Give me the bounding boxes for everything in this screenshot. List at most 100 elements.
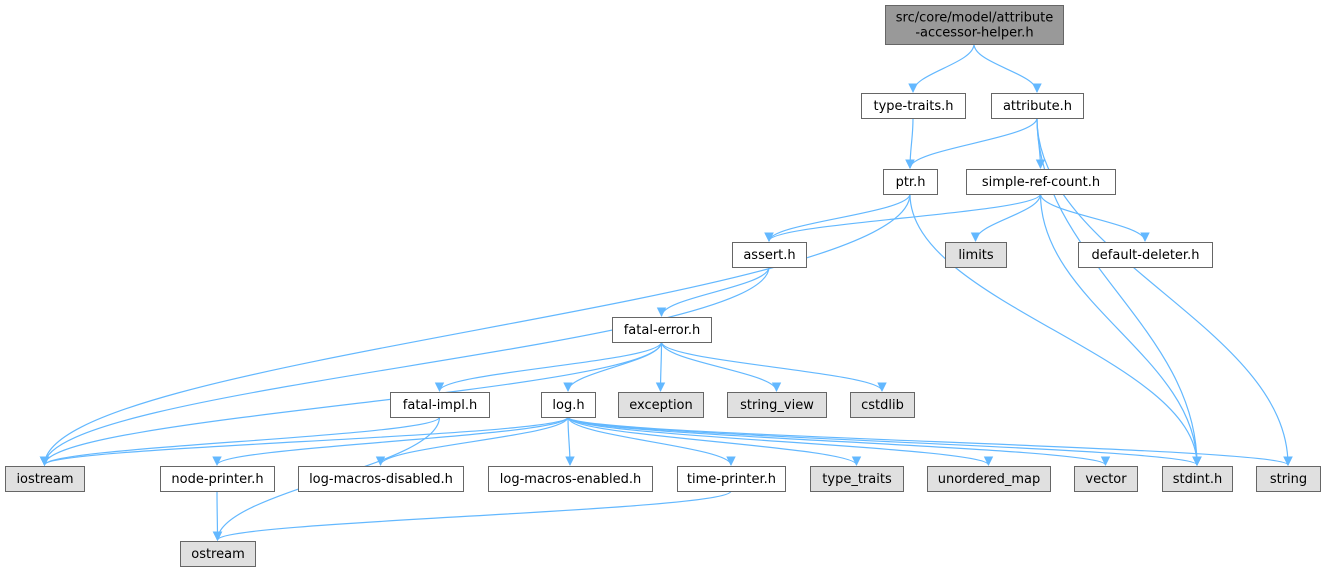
node-log-macros-enabled-h[interactable]: log-macros-enabled.h (488, 466, 653, 492)
node-unordered_map: unordered_map (927, 466, 1051, 492)
edge-node-printer-h-to-ostream (212, 490, 223, 541)
node-box (885, 5, 1064, 45)
edge-log-h-to-node-printer-h (212, 416, 569, 466)
edge-log-h-to-iostream (39, 416, 569, 466)
edge-attribute-h-to-ptr-h (905, 117, 1038, 169)
node-vector: vector (1074, 466, 1138, 492)
node-label: limits (958, 248, 994, 263)
edge-fatal-impl-h-to-iostream (39, 416, 441, 466)
edge-log-h-to-log-macros-disabled-h (375, 416, 569, 466)
edge-log-h-to-vector (567, 416, 1111, 466)
node-box (180, 541, 256, 567)
node-label: log.h (552, 398, 584, 413)
node-root[interactable]: src/core/model/attribute-accessor-helper… (885, 5, 1064, 45)
node-label: -accessor-helper.h (915, 26, 1033, 41)
node-cstdlib: cstdlib (850, 392, 915, 418)
node-label: fatal-error.h (624, 323, 701, 338)
node-box (883, 169, 938, 195)
node-string: string (1256, 466, 1321, 492)
node-label: time-printer.h (687, 472, 776, 487)
node-label: ostream (191, 547, 245, 562)
node-label: string_view (740, 398, 814, 413)
edge-log-h-to-unordered_map (567, 416, 994, 466)
node-box (390, 392, 490, 418)
edge-simple-ref-count-h-to-assert-h (764, 193, 1042, 242)
edge-assert-h-to-iostream (39, 266, 770, 466)
node-time-printer-h[interactable]: time-printer.h (677, 466, 786, 492)
node-label: log-macros-disabled.h (309, 472, 453, 487)
node-box (850, 392, 915, 418)
node-iostream: iostream (5, 466, 85, 492)
edge-ptr-h-to-iostream (39, 193, 911, 466)
node-box (1256, 466, 1321, 492)
node-box (298, 466, 464, 492)
node-box (927, 466, 1051, 492)
edge-root-to-type-traits-h (908, 43, 975, 93)
node-exception: exception (618, 392, 704, 418)
edge-ptr-h-to-assert-h (764, 193, 911, 242)
node-ostream: ostream (180, 541, 256, 567)
node-type-traits-h[interactable]: type-traits.h (861, 93, 966, 119)
edge-ptr-h-to-stdint-h (909, 193, 1202, 466)
node-fatal-impl-h[interactable]: fatal-impl.h (390, 392, 490, 418)
edge-fatal-error-h-to-log-h (563, 341, 663, 392)
node-label: log-macros-enabled.h (500, 472, 641, 487)
node-label: vector (1085, 472, 1127, 487)
node-limits: limits (945, 242, 1007, 268)
node-log-macros-disabled-h[interactable]: log-macros-disabled.h (298, 466, 464, 492)
edge-simple-ref-count-h-to-stdint-h (1039, 193, 1202, 466)
node-label: src/core/model/attribute (896, 11, 1053, 26)
edge-assert-h-to-fatal-error-h (656, 266, 770, 317)
node-box (810, 466, 904, 492)
node-attribute-h[interactable]: attribute.h (991, 93, 1084, 119)
node-label: type_traits (822, 472, 892, 487)
node-box (618, 392, 704, 418)
edge-log-h-to-type_traits (567, 416, 862, 466)
edge-log-h-to-time-printer-h (567, 416, 736, 466)
node-label: ptr.h (896, 175, 926, 190)
node-box (1078, 242, 1213, 268)
node-box (1162, 466, 1233, 492)
edge-time-printer-h-to-ostream (212, 490, 732, 541)
node-string_view: string_view (727, 392, 827, 418)
node-label: attribute.h (1003, 99, 1072, 114)
node-label: fatal-impl.h (403, 398, 477, 413)
node-label: cstdlib (861, 398, 904, 413)
node-box (677, 466, 786, 492)
edge-fatal-error-h-to-fatal-impl-h (434, 341, 663, 392)
node-node-printer-h[interactable]: node-printer.h (160, 466, 275, 492)
node-log-h[interactable]: log.h (541, 392, 596, 418)
node-box (732, 242, 807, 268)
node-box (5, 466, 85, 492)
edge-type-traits-h-to-ptr-h (905, 117, 915, 169)
edge-fatal-error-h-to-exception (655, 341, 666, 392)
node-label: simple-ref-count.h (982, 175, 1100, 190)
node-type_traits: type_traits (810, 466, 904, 492)
node-default-deleter-h[interactable]: default-deleter.h (1078, 242, 1213, 268)
edge-fatal-error-h-to-iostream (39, 341, 663, 466)
edge-simple-ref-count-h-to-default-deleter-h (1039, 193, 1150, 242)
node-label: type-traits.h (874, 99, 954, 114)
node-box (945, 242, 1007, 268)
node-label: iostream (16, 472, 73, 487)
node-assert-h[interactable]: assert.h (732, 242, 807, 268)
node-label: string (1270, 472, 1307, 487)
node-label: assert.h (743, 248, 795, 263)
node-label: exception (629, 398, 693, 413)
edge-fatal-error-h-to-cstdlib (660, 341, 887, 392)
node-label: unordered_map (938, 472, 1041, 487)
node-fatal-error-h[interactable]: fatal-error.h (612, 317, 712, 343)
node-ptr-h[interactable]: ptr.h (883, 169, 938, 195)
node-box (861, 93, 966, 119)
node-label: stdint.h (1173, 472, 1222, 487)
node-simple-ref-count-h[interactable]: simple-ref-count.h (966, 169, 1116, 195)
node-box (1074, 466, 1138, 492)
node-box (541, 392, 596, 418)
nodes-layer: src/core/model/attribute-accessor-helper… (5, 5, 1321, 567)
node-stdint-h: stdint.h (1162, 466, 1233, 492)
edge-log-h-to-log-macros-enabled-h (565, 416, 575, 466)
node-label: default-deleter.h (1092, 248, 1200, 263)
node-box (991, 93, 1084, 119)
node-box (160, 466, 275, 492)
